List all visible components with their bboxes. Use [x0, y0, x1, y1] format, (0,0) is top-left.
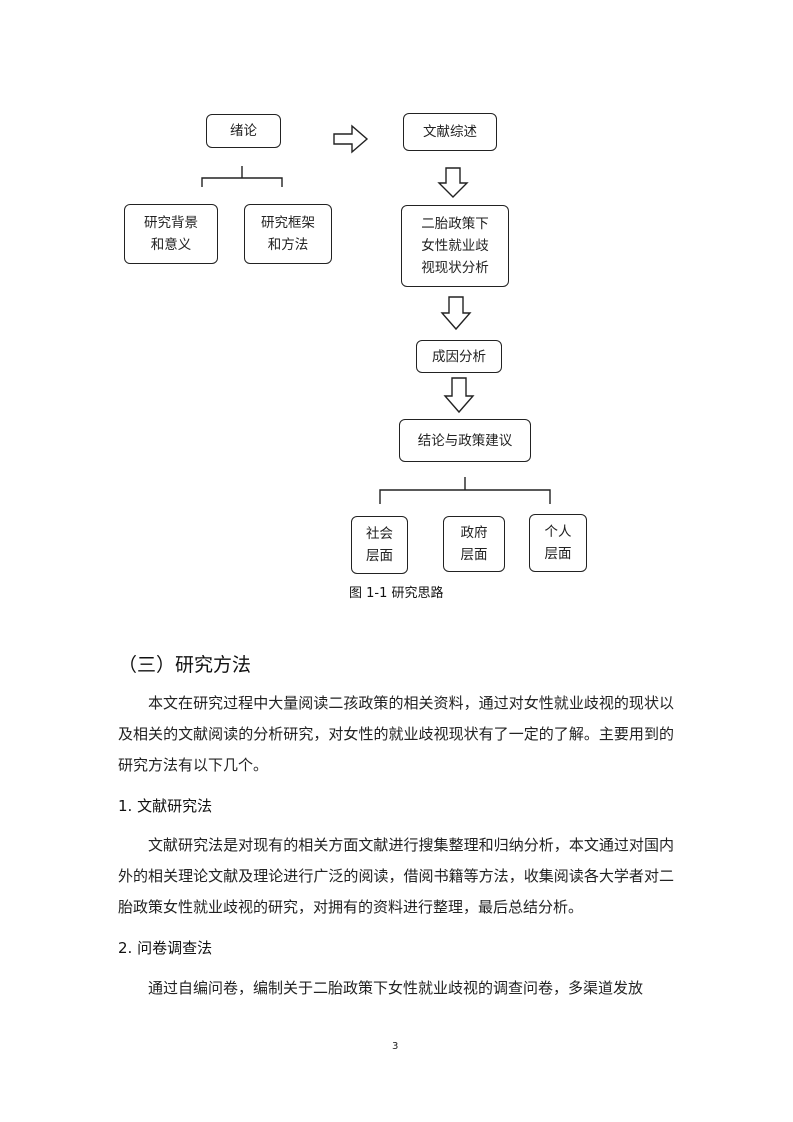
flow-box-background: 研究背景 和意义: [124, 204, 218, 264]
down-arrow-icon-2: [440, 296, 472, 331]
method2-heading: 2. 问卷调查法: [118, 939, 213, 957]
flow-box-social: 社会 层面: [351, 516, 408, 574]
page-number: 3: [392, 1041, 399, 1052]
flow-box-analysis: 二胎政策下 女性就业歧 视现状分析: [401, 205, 509, 287]
figure-caption: 图 1-1 研究思路: [349, 586, 444, 601]
method1-paragraph: 文献研究法是对现有的相关方面文献进行搜集整理和归纳分析，本文通过对国内外的相关理…: [118, 836, 674, 916]
bracket-conclusion: [379, 477, 551, 504]
flow-box-government: 政府 层面: [443, 516, 505, 572]
flow-box-conclusion: 结论与政策建议: [399, 419, 531, 462]
right-arrow-icon: [333, 124, 369, 154]
intro-paragraph: 本文在研究过程中大量阅读二孩政策的相关资料，通过对女性就业歧视的现状以及相关的文…: [118, 694, 674, 774]
bracket-intro: [201, 166, 283, 187]
flow-box-causes: 成因分析: [416, 340, 502, 373]
flow-box-framework: 研究框架 和方法: [244, 204, 332, 264]
flowchart-connectors: [201, 124, 551, 504]
down-arrow-icon-1: [437, 167, 469, 198]
down-arrow-icon-3: [443, 377, 475, 414]
flow-box-literature: 文献综述: [403, 113, 497, 151]
section-heading: （三）研究方法: [118, 654, 252, 676]
flow-box-individual: 个人 层面: [529, 514, 587, 572]
method1-heading: 1. 文献研究法: [118, 797, 213, 815]
flow-box-intro: 绪论: [206, 114, 281, 148]
method2-paragraph: 通过自编问卷，编制关于二胎政策下女性就业歧视的调查问卷，多渠道发放: [148, 979, 644, 997]
